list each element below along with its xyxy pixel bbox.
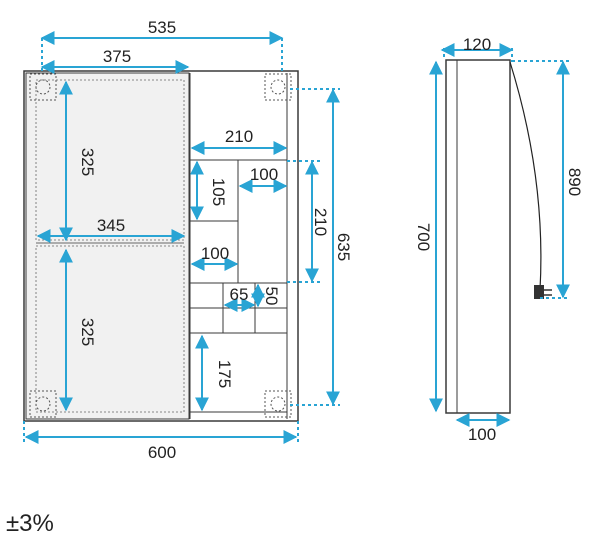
- hinge-icon: [29, 73, 292, 418]
- dim-top-width: 535: [148, 18, 176, 37]
- mirror-inner-bottom: [35, 245, 185, 413]
- side-dimensions: [429, 43, 570, 427]
- dim-cabinet-height: 635: [334, 233, 353, 261]
- dim-mid-width: 100: [201, 244, 229, 263]
- plug-icon: [534, 285, 552, 299]
- dim-cable-length: 890: [565, 168, 584, 196]
- power-cable: [509, 61, 542, 291]
- dim-side-depth-bottom: 100: [468, 425, 496, 444]
- dim-small-box-width: 65: [230, 285, 249, 304]
- dim-top-small-width: 100: [250, 165, 278, 184]
- side-view: [445, 59, 552, 414]
- dim-mirror-height-top: 325: [78, 148, 97, 176]
- dim-compartment-height: 210: [311, 208, 330, 236]
- dim-bottom-height: 175: [215, 360, 234, 388]
- dim-side-depth-top: 120: [463, 35, 491, 54]
- dim-total-width: 600: [148, 443, 176, 462]
- tolerance-note: ±3%: [6, 510, 54, 537]
- dim-mirror-height-bottom: 325: [78, 318, 97, 346]
- dim-mirror-inner-width: 345: [97, 216, 125, 235]
- dim-side-height: 700: [414, 223, 433, 251]
- dim-top-small-height: 105: [209, 178, 228, 206]
- front-dimensions: [23, 31, 340, 444]
- dim-shelf-width: 210: [225, 127, 253, 146]
- dim-mirror-width: 375: [103, 47, 131, 66]
- dim-small-box-height: 50: [262, 287, 281, 306]
- side-outline: [445, 59, 511, 414]
